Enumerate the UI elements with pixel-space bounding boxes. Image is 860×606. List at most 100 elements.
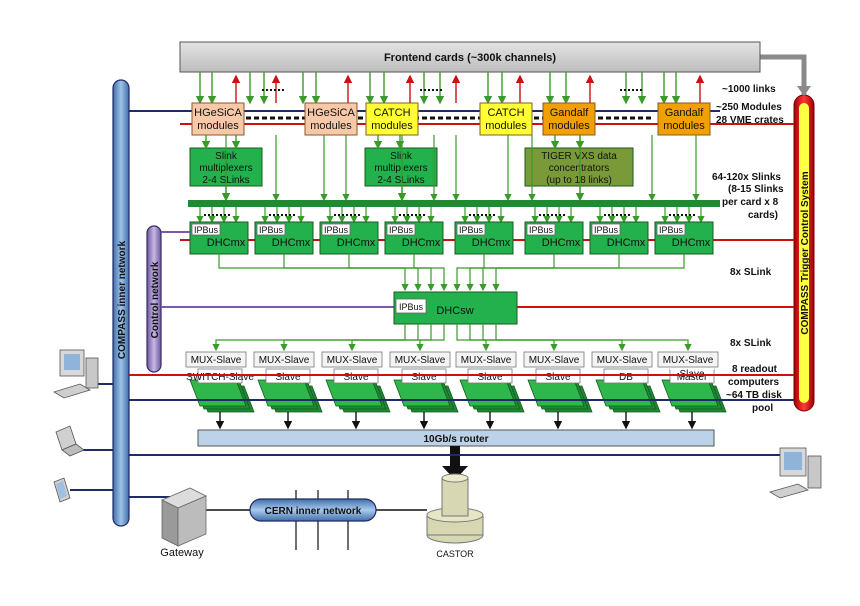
desktop-screen: [64, 354, 80, 370]
concentrator-label-3: 2-4 SLinks: [377, 175, 424, 186]
dhcmx-ipbus-label: IPBus: [389, 225, 414, 235]
mux-slave-box: [389, 351, 451, 368]
concentrator-box: [364, 147, 438, 187]
module-label-2: modules: [663, 120, 705, 132]
dhcmx-to-dhcsw-link: [283, 254, 422, 292]
dhcsw-to-mux-link: [280, 324, 419, 352]
dhcmx-ipbus-box: [591, 223, 621, 236]
module-label-1: CATCH: [487, 107, 524, 119]
readout-computer-card: [393, 379, 451, 407]
dhcmx-to-dhcsw-link: [218, 254, 409, 292]
dhcmx-label: DHCmx: [337, 237, 376, 249]
mux-slave-label: MUX-Slave: [663, 355, 714, 366]
readout-computer-card: [325, 379, 383, 407]
cern-network-pipe: [249, 498, 377, 522]
module-box: [365, 102, 419, 136]
note-slinks-1: 64-120x Slinks: [712, 172, 781, 183]
module-box: [542, 102, 596, 136]
mux-slave-label: MUX-Slave: [395, 355, 446, 366]
distribution-bar: [188, 200, 720, 207]
desktop-computer-icon: [53, 349, 99, 399]
dhcmx-ipbus-box: [256, 223, 286, 236]
dhcmx-label: DHCmx: [272, 237, 311, 249]
frontend-cards-label: Frontend cards (~300k channels): [384, 52, 556, 64]
dhcmx-ipbus-label: IPBus: [459, 225, 484, 235]
castor-icon: [426, 473, 484, 544]
dhcmx-ipbus-box: [456, 223, 486, 236]
mux-slave-box: [657, 351, 719, 368]
readout-role-label: Master: [677, 372, 708, 383]
laptop-base: [61, 443, 85, 457]
router-to-castor-shaft: [450, 446, 460, 468]
readout-computer-card: [595, 379, 653, 407]
castor-label: CASTOR: [436, 549, 474, 559]
dhcmx-label: DHCmx: [207, 237, 246, 249]
module-box: [479, 102, 533, 136]
router-label: 10Gb/s router: [423, 434, 488, 445]
control-network-label: Control network: [150, 261, 161, 338]
mux-slave-box: [185, 351, 247, 368]
mobile-device-icon: [53, 477, 71, 503]
dhcsw-ipbus-label: IPBus: [399, 302, 424, 312]
readout-computer-card: [257, 379, 315, 407]
trigger-control-label: COMPASS Trigger Control System: [800, 171, 811, 334]
castor-tower-top: [441, 473, 469, 483]
mux-slave-label: MUX-Slave: [191, 355, 242, 366]
right-desktop-keyboard: [769, 483, 809, 499]
gateway-left: [161, 499, 179, 547]
dhcmx-ipbus-box: [191, 223, 221, 236]
note-slinks-2: (8-15 Slinks: [728, 184, 784, 195]
desktop-keyboard: [53, 383, 91, 399]
dhcsw-ipbus-box: [395, 298, 427, 314]
mux-slave-label: MUX-Slave: [461, 355, 512, 366]
dhcsw-to-mux-link: [416, 324, 445, 352]
module-label-1: Gandalf: [665, 107, 704, 119]
gateway-server-icon: [161, 487, 207, 547]
dhcmx-ipbus-box: [386, 223, 416, 236]
dhcsw-to-mux-link: [495, 324, 692, 352]
desktop-tower: [85, 357, 99, 389]
right-desktop-screen: [784, 452, 802, 470]
dhcmx-ipbus-label: IPBus: [324, 225, 349, 235]
dhcmx-label: DHCmx: [402, 237, 441, 249]
mux-slave-label: MUX-Slave: [327, 355, 378, 366]
dhcmx-ipbus-label: IPBus: [529, 225, 554, 235]
dhcmx-label: DHCmx: [472, 237, 511, 249]
module-label-2: modules: [485, 120, 527, 132]
gateway-label: Gateway: [160, 547, 204, 559]
network-layer: COMPASS inner network Control network CO…: [112, 54, 815, 527]
dhcmx-ipbus-label: IPBus: [194, 225, 219, 235]
note-slinks-4: cards): [748, 210, 778, 221]
module-label-1: Gandalf: [550, 107, 589, 119]
castor-tower: [441, 477, 469, 517]
readout-computer-card: [661, 379, 719, 407]
readout-computer-card: [189, 379, 247, 407]
dhcmx-to-dhcsw-link: [492, 254, 685, 292]
module-box: [191, 102, 245, 136]
dhcmx-to-dhcsw-link: [348, 254, 435, 292]
dhcmx-ipbus-label: IPBus: [259, 225, 284, 235]
concentrator-label-2: multiplexers: [374, 163, 427, 174]
dynamic-layer: Frontend cards (~300k channels) HGeSiCA mo…: [53, 41, 822, 559]
laptop-icon: [55, 425, 85, 457]
gateway-front: [177, 495, 207, 547]
cern-network-label: CERN inner network: [265, 506, 362, 517]
mux-slave-label: MUX-Slave: [597, 355, 648, 366]
dhcmx-ipbus-box: [526, 223, 556, 236]
dhcmx-label: DHCmx: [607, 237, 646, 249]
note-slinks-3: per card x 8: [722, 197, 779, 208]
readout-role-label: Slave: [275, 372, 300, 383]
concentrator-label-3: (up to 18 links): [546, 175, 612, 186]
dhcmx-label: DHCmx: [672, 237, 711, 249]
compass-inner-network-pipe: [112, 79, 130, 527]
right-desktop-computer-icon: [769, 447, 822, 499]
module-label-1: HGeSiCA: [307, 107, 355, 119]
dhcsw-to-mux-link: [348, 324, 432, 352]
module-box: [657, 102, 711, 136]
readout-role-spacer: [670, 368, 714, 370]
dhcmx-to-dhcsw-link: [479, 254, 620, 292]
note-links: ~1000 links: [722, 84, 776, 95]
note-modules-2: 28 VME crates: [716, 115, 784, 126]
dhcmx-to-dhcsw-link: [413, 254, 448, 292]
dhcsw-label: DHCsw: [436, 305, 473, 317]
